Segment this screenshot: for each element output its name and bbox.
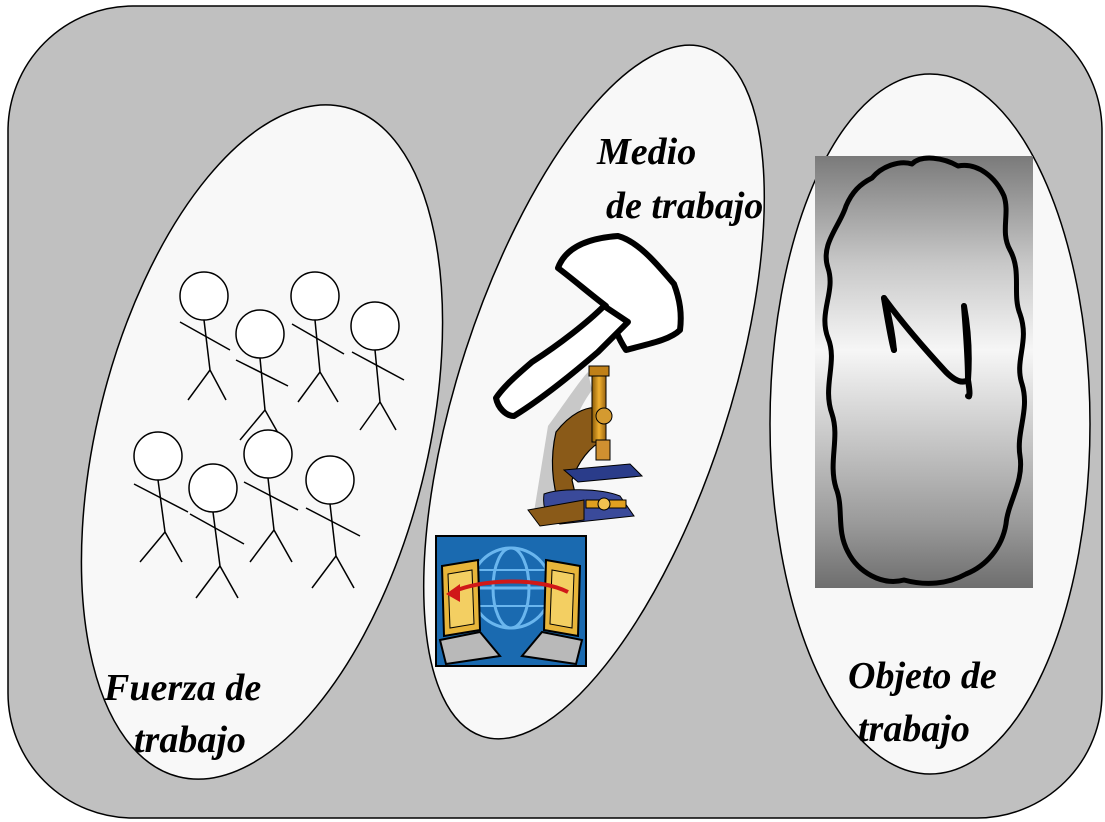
stick-figure [235,309,289,441]
hammer-icon [493,233,684,419]
label-fuerza-line1: Fuerza de [104,667,262,709]
stick-figure [243,429,299,563]
metal-piece-icon [815,155,1033,588]
stick-figure [188,463,245,599]
stick-figure [290,271,345,403]
stick-figure [305,455,361,589]
microscope-icon [527,365,644,527]
label-objeto-line1: Objeto de [848,655,997,697]
stick-figure [179,271,231,401]
network-computers-icon [435,535,587,667]
stick-figure [350,301,405,431]
workers-group [133,271,405,599]
stick-figure [133,431,189,563]
label-objeto-line2: trabajo [858,708,970,750]
label-medio-line1: Medio [597,131,697,173]
label-medio-line2: de trabajo [606,185,764,227]
label-fuerza-line2: trabajo [134,719,246,761]
